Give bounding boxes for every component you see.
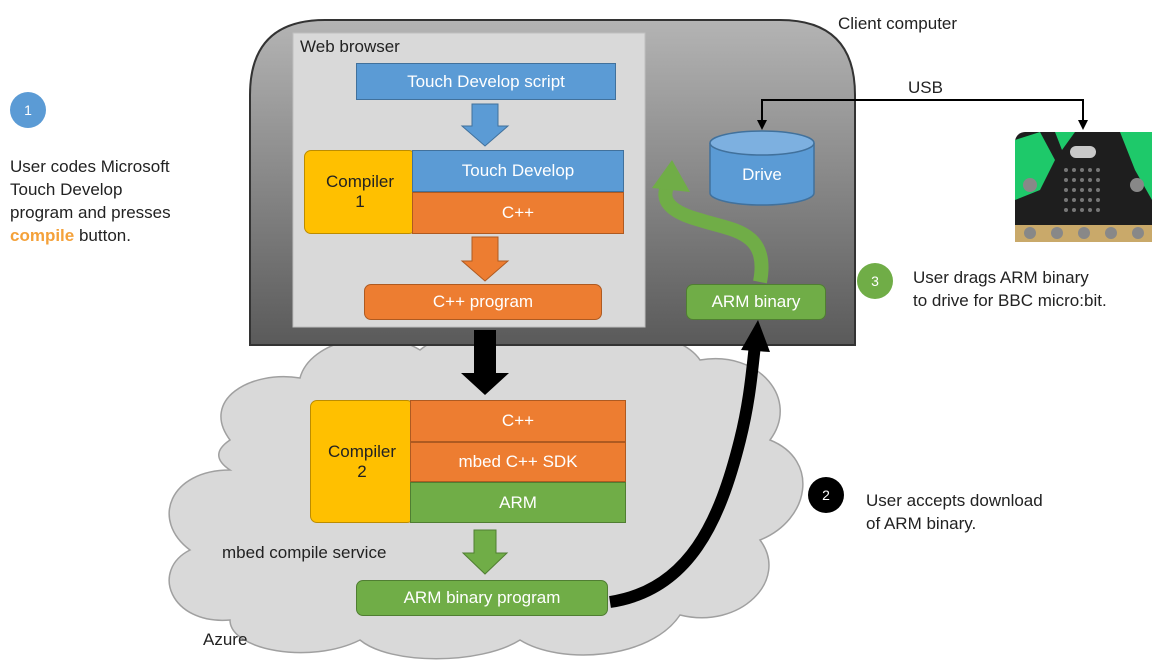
step1-line2: Touch Develop [10,180,123,199]
step3-text: User drags ARM binary to drive for BBC m… [913,266,1153,312]
compiler1-name-line1: Compiler [325,172,395,191]
step2-line2: of ARM binary. [866,514,977,533]
cpp-program-box: C++ program [364,284,602,320]
step3-badge: 3 [857,263,893,299]
down-arrow-green [461,529,509,575]
compiler2-row-mbed-sdk: mbed C++ SDK [410,442,626,482]
step1-line1: User codes Microsoft [10,157,170,176]
step1-tail: button. [74,226,131,245]
compiler2-row-cpp: C++ [410,400,626,442]
drive-cylinder [709,130,815,206]
compiler2-row-arm: ARM [410,482,626,523]
step1-highlight: compile [10,226,75,245]
down-arrow-blue [460,103,510,147]
compiler1-row-cpp: C++ [412,192,624,234]
curved-arrow-green [658,181,769,284]
drive-label: Drive [742,165,782,184]
step3-line1: User drags ARM binary [913,268,1089,287]
arm-binary-box: ARM binary [686,284,826,320]
curved-arrow-black [609,344,761,608]
down-arrow-orange [460,236,510,282]
compiler2-name-line2: 2 [357,461,367,481]
step1-line3: program and presses [10,203,171,222]
microbit-board [1015,132,1152,242]
compiler2-box: Compiler 2 [310,400,414,523]
step2-badge: 2 [808,477,844,513]
down-arrow-black [461,330,509,395]
step1-line4: compile button. [10,224,230,247]
step1-badge: 1 [10,92,46,128]
usb-label: USB [908,78,943,97]
step3-line2: to drive for BBC micro:bit. [913,291,1107,310]
azure-label: Azure [203,630,248,649]
web-browser-label: Web browser [300,37,400,56]
compiler1-name-line2: 1 [355,192,365,211]
compiler1-row-touch-develop: Touch Develop [412,150,624,192]
compiler2-name-line1: Compiler [327,441,397,461]
step2-line1: User accepts download [866,491,1043,510]
step2-text: User accepts download of ARM binary. [866,489,1096,535]
arm-binary-program-box: ARM binary program [356,580,608,616]
usb-line [761,99,1084,125]
touch-develop-script-box: Touch Develop script [356,63,616,100]
compiler1-box: Compiler 1 [304,150,416,234]
mbed-service-label: mbed compile service [222,543,387,562]
step1-text: User codes Microsoft Touch Develop progr… [10,155,230,247]
client-computer-label: Client computer [838,14,958,33]
